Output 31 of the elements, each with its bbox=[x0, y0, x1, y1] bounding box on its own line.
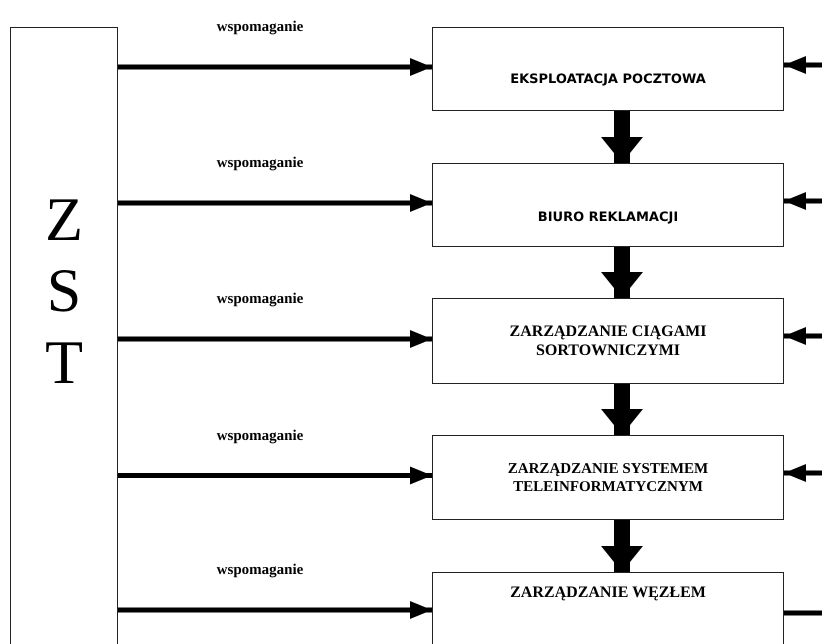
box-label: ZARZĄDZANIE CIĄGAMI SORTOWNICZYMI bbox=[508, 322, 708, 360]
block-arrow bbox=[601, 111, 643, 163]
block-arrow bbox=[601, 520, 643, 572]
process-box bbox=[432, 163, 784, 247]
process-box bbox=[10, 27, 118, 644]
edge-label: wspomaganie bbox=[216, 19, 304, 36]
arrow bbox=[784, 464, 822, 482]
arrow bbox=[118, 194, 432, 212]
process-box bbox=[432, 572, 784, 644]
process-box bbox=[432, 298, 784, 384]
arrow bbox=[784, 192, 822, 210]
arrow bbox=[118, 58, 432, 76]
box-label: ZARZĄDZANIE SYSTEMEM TELEINFORMATYCZNYM bbox=[506, 460, 710, 496]
box-label: ZARZĄDZANIE WĘZŁEM bbox=[510, 583, 706, 602]
edge-label: wspomaganie bbox=[216, 155, 304, 172]
process-box bbox=[432, 435, 784, 520]
arrow bbox=[118, 466, 432, 484]
block-arrow bbox=[601, 247, 643, 298]
arrow bbox=[784, 327, 822, 345]
edge-label: wspomaganie bbox=[216, 562, 304, 579]
block-arrow bbox=[601, 384, 643, 435]
box-label: BIURO REKLAMACJI bbox=[538, 210, 678, 226]
arrow bbox=[118, 601, 432, 619]
arrow bbox=[118, 330, 432, 348]
side-label: Z S T bbox=[44, 185, 84, 399]
connector-line bbox=[784, 610, 822, 616]
edge-label: wspomaganie bbox=[216, 291, 304, 308]
box-label: EKSPLOATACJA POCZTOWA bbox=[510, 72, 706, 88]
edge-label: wspomaganie bbox=[216, 428, 304, 444]
process-box bbox=[432, 27, 784, 111]
arrow bbox=[784, 56, 822, 74]
